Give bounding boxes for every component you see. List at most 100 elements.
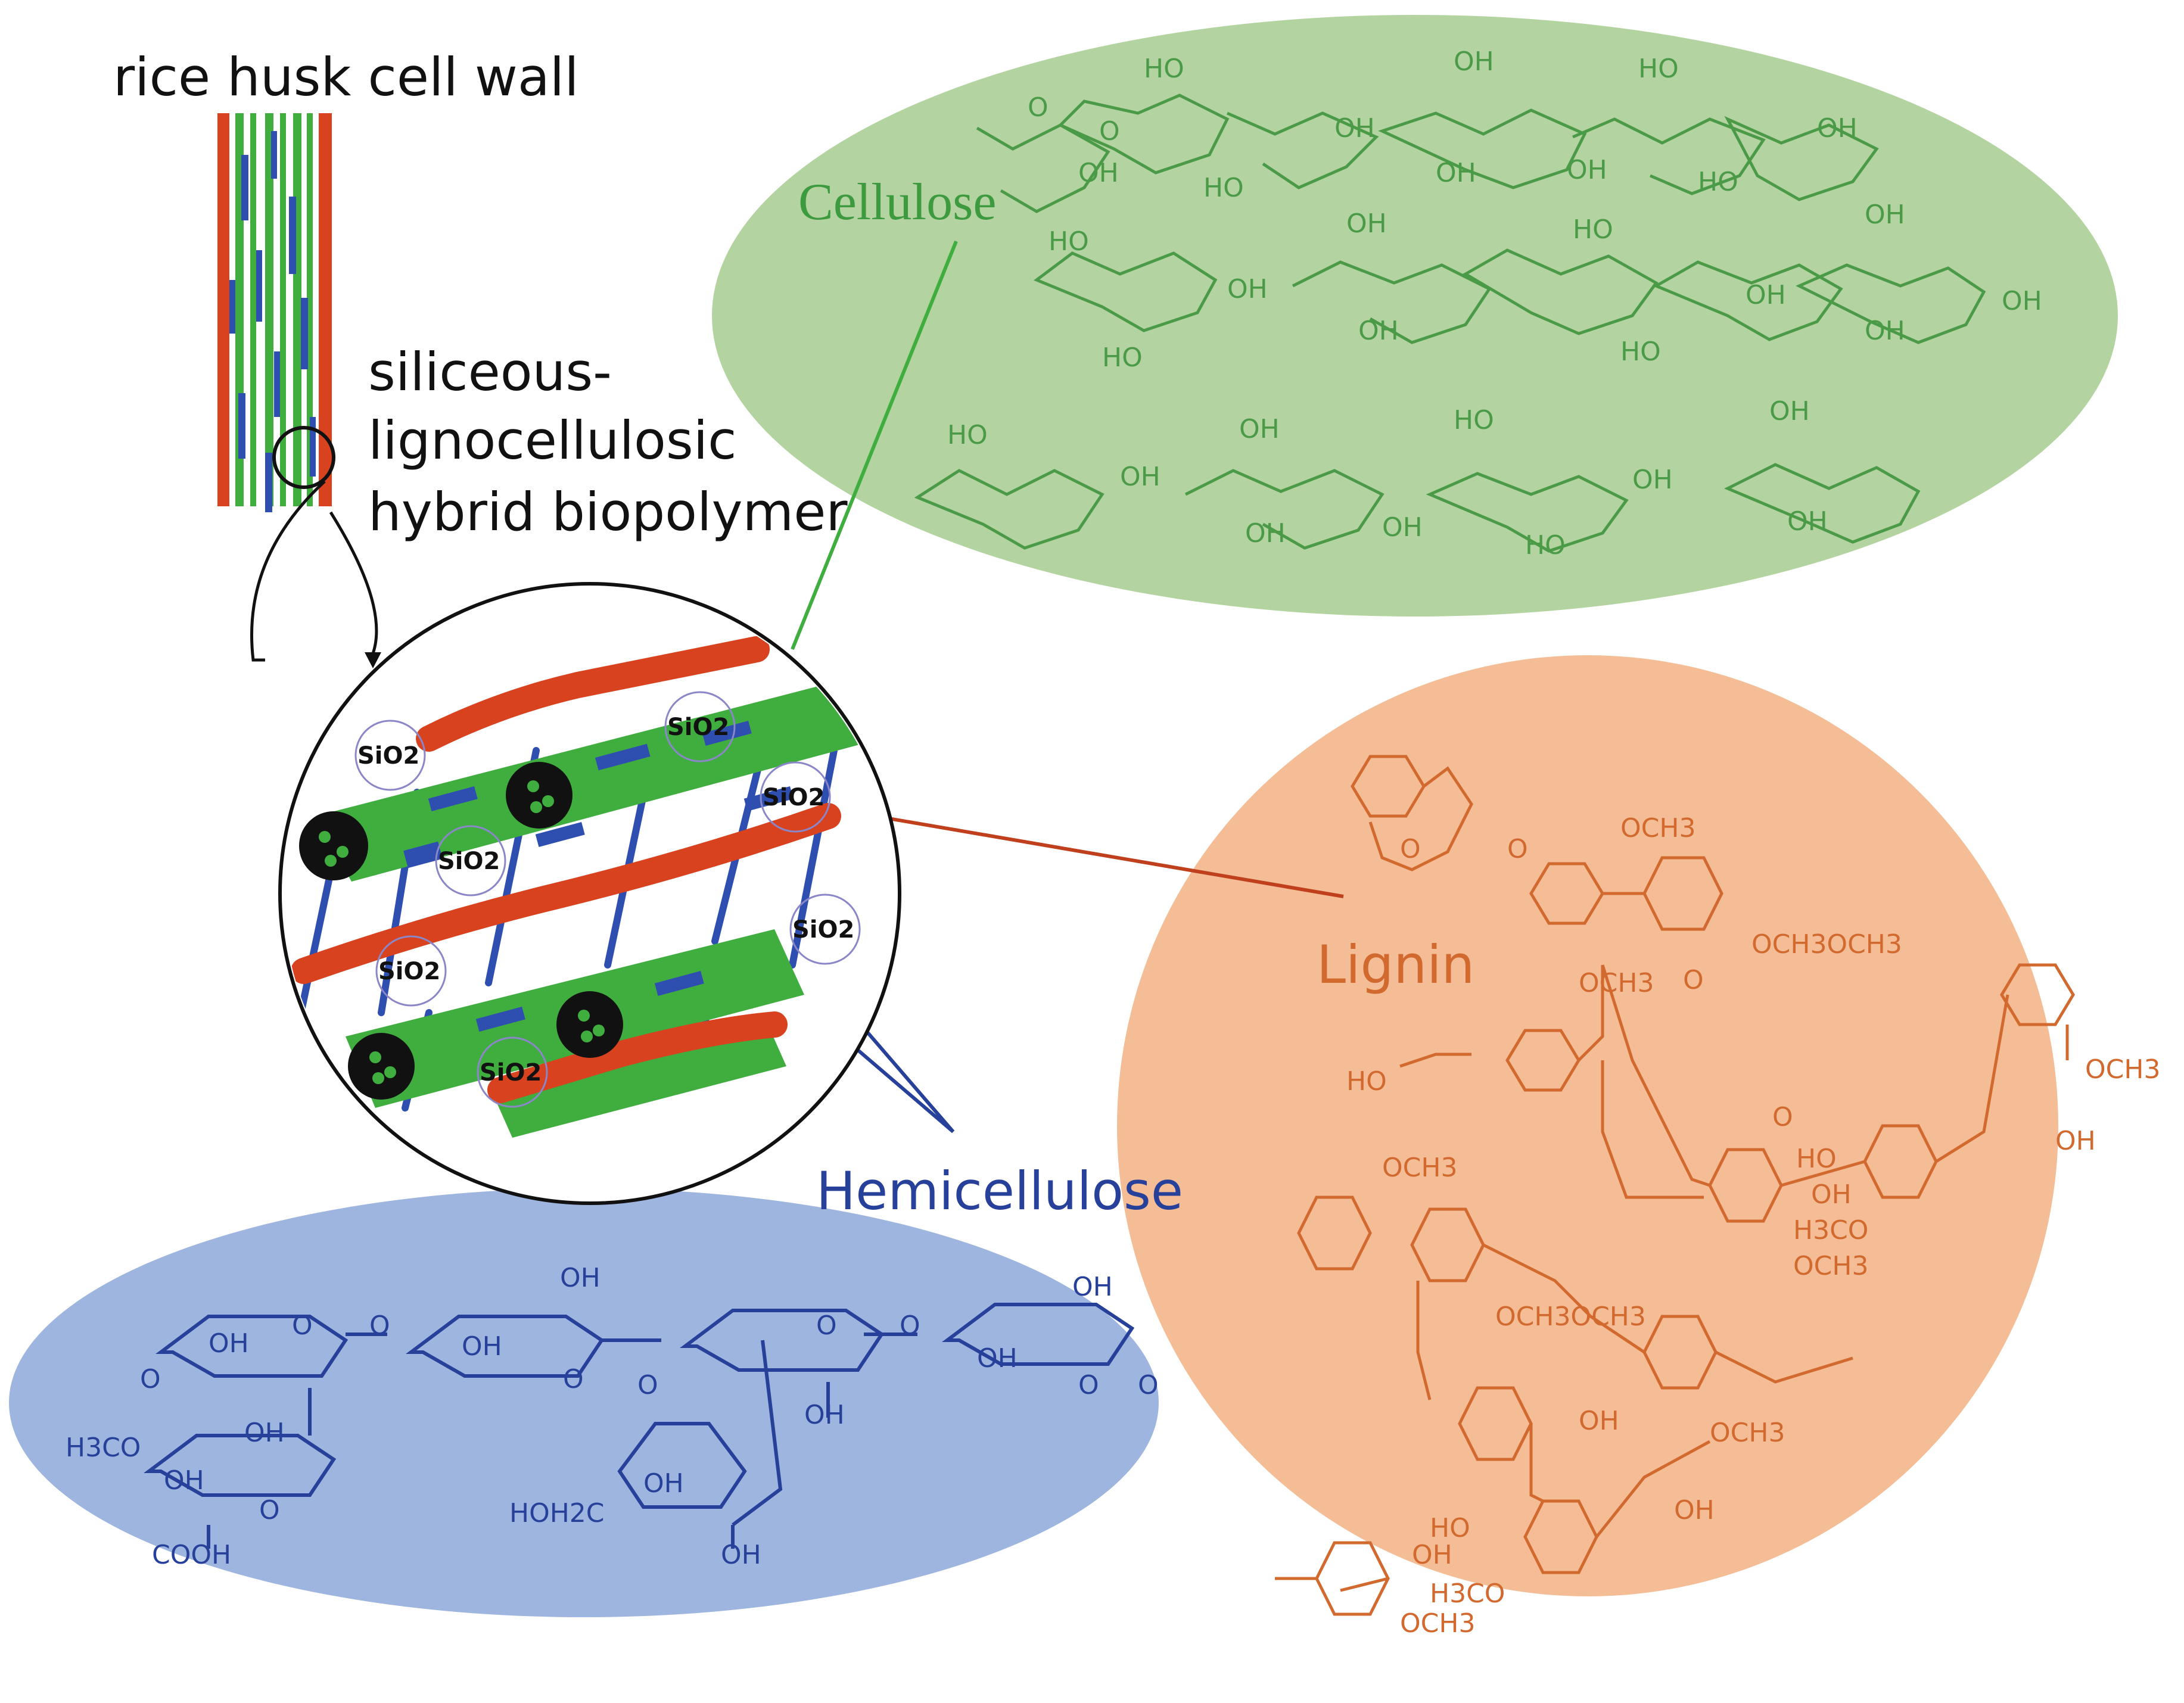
lignin-region: OCH3 O O OCH3OCH3 O OCH3 HO OCH3 O HO OH… bbox=[1117, 655, 2160, 1639]
lignin-oh-label: OH bbox=[1579, 1406, 1619, 1436]
hemicellulose-o-label: O bbox=[1078, 1370, 1099, 1400]
lignin-circle bbox=[1117, 655, 2058, 1596]
cellulose-region: HO OH HO O O OH OH OH HO OH HO OH HO OH … bbox=[712, 15, 2118, 617]
sio2-label: SiO2 bbox=[763, 784, 825, 811]
cellulose-oh-label: OH bbox=[1746, 280, 1786, 310]
lignin-oh-label: OH bbox=[1811, 1179, 1852, 1210]
hemicellulose-o-label: O bbox=[140, 1364, 161, 1394]
cellulose-oh-label: OH bbox=[1346, 208, 1387, 239]
lignin-och3och3-label: OCH3OCH3 bbox=[1751, 929, 1902, 960]
sio2-marker bbox=[375, 935, 447, 1007]
cellulose-oh-label: OH bbox=[1358, 316, 1399, 346]
lignin-och3-label: OCH3 bbox=[1620, 813, 1695, 843]
cellulose-o-label: O bbox=[1099, 116, 1120, 147]
hemicellulose-o-label: O bbox=[900, 1310, 920, 1341]
hemicellulose-cooh-label: COOH bbox=[152, 1540, 231, 1570]
hemicellulose-o-label: O bbox=[1138, 1370, 1159, 1400]
lignin-label: Lignin bbox=[1317, 934, 1474, 995]
hybrid-label-line-3: hybrid biopolymer bbox=[368, 481, 848, 543]
hybrid-label-line-1: siliceous- bbox=[368, 341, 612, 403]
cellulose-oh-label: OH bbox=[1227, 274, 1268, 304]
hemicellulose-oh-label: OH bbox=[164, 1465, 204, 1496]
cellulose-ho-label: HO bbox=[1525, 530, 1566, 561]
cellulose-oh-label: OH bbox=[1436, 158, 1476, 188]
lignin-ho-label: HO bbox=[1796, 1144, 1837, 1174]
lignin-o-label: O bbox=[1683, 965, 1704, 995]
hemicellulose-hoh2c-label: HOH2C bbox=[509, 1498, 605, 1528]
cellulose-oh-label: OH bbox=[2002, 286, 2042, 316]
hemicellulose-o-label: O bbox=[259, 1495, 280, 1525]
lignin-oh-label: OH bbox=[1412, 1540, 1452, 1570]
sio2-marker bbox=[435, 825, 506, 896]
lignin-ho-label: HO bbox=[1346, 1066, 1387, 1097]
hemicellulose-oh-label: OH bbox=[1072, 1272, 1113, 1302]
sio2-marker bbox=[354, 720, 426, 791]
cellulose-oh-label: OH bbox=[1865, 316, 1905, 346]
lignin-oh-label: OH bbox=[2055, 1126, 2096, 1156]
cellulose-oh-label: OH bbox=[1769, 396, 1810, 426]
lignin-och3-label: OCH3 bbox=[1710, 1418, 1785, 1448]
cellulose-ho-label: HO bbox=[1144, 54, 1184, 84]
lignin-och3-label: OCH3 bbox=[1579, 968, 1654, 998]
cellulose-oh-label: OH bbox=[1078, 158, 1119, 188]
lignin-h3co-label: H3CO bbox=[1793, 1215, 1868, 1246]
cellulose-ho-label: HO bbox=[1620, 337, 1661, 367]
sio2-label: SiO2 bbox=[357, 742, 419, 770]
cellulose-ho-label: HO bbox=[1049, 226, 1089, 257]
hemicellulose-o-label: O bbox=[292, 1310, 313, 1341]
magnified-fiber-view: SiO2 SiO2 SiO2 SiO2 SiO2 SiO2 SiO2 bbox=[278, 582, 901, 1205]
sio2-marker bbox=[477, 1036, 548, 1108]
lignin-och3-label: OCH3 bbox=[1382, 1153, 1457, 1183]
cellulose-ho-label: HO bbox=[1573, 214, 1613, 245]
hemicellulose-o-label: O bbox=[637, 1370, 658, 1400]
hemicellulose-o-label: O bbox=[369, 1310, 390, 1341]
sio2-marker bbox=[760, 761, 831, 833]
sio2-marker bbox=[789, 893, 861, 965]
hemicellulose-o-label: O bbox=[816, 1310, 837, 1341]
cellulose-oh-label: OH bbox=[1239, 414, 1280, 444]
lignin-och3-label: OCH3 bbox=[1793, 1251, 1868, 1281]
lignin-connector bbox=[839, 808, 1344, 898]
hemicellulose-oh-label: OH bbox=[643, 1468, 684, 1499]
cellulose-ellipse bbox=[712, 15, 2118, 617]
hemicellulose-structures bbox=[144, 1303, 1135, 1549]
hybrid-label-line-2: lignocellulosic bbox=[368, 410, 737, 471]
lignin-oh-label: OH bbox=[1674, 1495, 1715, 1525]
lignin-och3och3-label: OCH3OCH3 bbox=[1495, 1302, 1646, 1332]
sio2-marker bbox=[664, 691, 736, 762]
hemicellulose-group-labels: OH OH OH OH OH O O O O O O O O O OH OH H… bbox=[66, 1263, 1159, 1570]
hemicellulose-oh-label: OH bbox=[209, 1328, 249, 1359]
lignin-o-label: O bbox=[1772, 1102, 1793, 1132]
cellulose-oh-label: OH bbox=[1787, 506, 1828, 537]
cellulose-oh-label: OH bbox=[1454, 46, 1494, 77]
hemicellulose-oh-label: OH bbox=[721, 1540, 761, 1570]
cellulose-oh-label: OH bbox=[1632, 465, 1673, 495]
cellulose-o-label: O bbox=[1028, 92, 1049, 123]
cellulose-oh-label: OH bbox=[1865, 200, 1905, 230]
lignin-structures bbox=[1275, 755, 2075, 1616]
cell-wall-title: rice husk cell wall bbox=[113, 46, 579, 108]
hemicellulose-ellipse bbox=[9, 1188, 1159, 1617]
zoom-indicator-circle bbox=[272, 426, 335, 489]
lignin-ho-label: HO bbox=[1430, 1513, 1470, 1543]
cell-wall-strip bbox=[211, 113, 381, 668]
zoom-arrow-icon bbox=[365, 652, 381, 668]
lignin-o-label: O bbox=[1507, 834, 1528, 864]
cellulose-oh-label: OH bbox=[1382, 512, 1423, 543]
sio2-label: SiO2 bbox=[792, 916, 854, 944]
cellulose-oh-label: OH bbox=[1245, 518, 1286, 549]
cellulose-ho-label: HO bbox=[1698, 167, 1738, 197]
sio2-label: SiO2 bbox=[480, 1059, 542, 1086]
cellulose-oh-label: OH bbox=[1817, 113, 1858, 144]
lignin-och3-label: OCH3 bbox=[2085, 1054, 2160, 1085]
cellulose-ho-label: HO bbox=[1454, 405, 1494, 435]
cellulose-ho-label: HO bbox=[1638, 54, 1679, 84]
lignin-group-labels: OCH3 O O OCH3OCH3 O OCH3 HO OCH3 O HO OH… bbox=[1346, 813, 2160, 1639]
hemicellulose-oh-label: OH bbox=[560, 1263, 601, 1293]
lignin-och3-label: OCH3 bbox=[1400, 1608, 1475, 1639]
cellulose-structures bbox=[914, 94, 1986, 553]
hemicellulose-oh-label: OH bbox=[977, 1343, 1018, 1374]
cellulose-label: Cellulose bbox=[798, 173, 996, 231]
cellulose-ho-label: HO bbox=[1203, 173, 1244, 203]
sio2-label: SiO2 bbox=[438, 848, 500, 875]
